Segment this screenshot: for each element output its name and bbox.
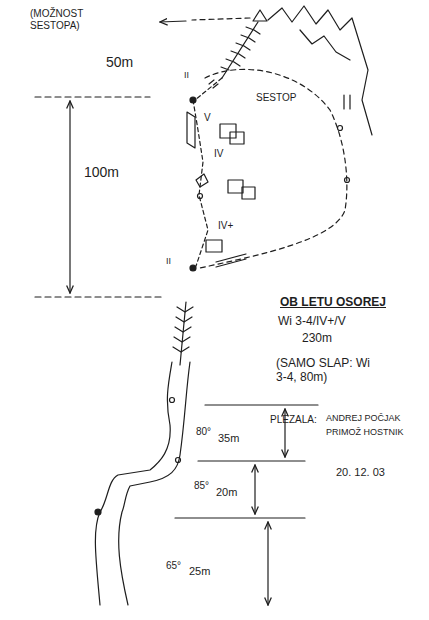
anchor-point: [338, 126, 343, 131]
pitch-angle: 65°: [166, 560, 181, 572]
ridge-line: [268, 6, 372, 135]
rock-flake: [187, 112, 195, 148]
scale-line: [35, 96, 150, 97]
pitch-angle: 85°: [194, 480, 209, 492]
route-dashed: [195, 78, 222, 100]
anchor-point: [176, 458, 181, 463]
rock-block: [228, 180, 243, 193]
descent-dashed: [192, 18, 250, 20]
snow-hatch: [173, 307, 193, 352]
descent-arrow: [160, 21, 186, 22]
belay-grade: II: [184, 70, 189, 81]
pitch-length: 20m: [216, 486, 237, 499]
belay-point: [95, 509, 101, 515]
climbers-heading: PLEZALA:: [270, 414, 317, 426]
climber-name: PRIMOŽ HOSTNIK: [326, 427, 404, 438]
dimension-arrow: [69, 101, 70, 293]
anchor-point: [170, 398, 175, 403]
anchor-point: [345, 178, 350, 183]
height-dimension: 50m: [106, 54, 133, 71]
belay-point: [190, 265, 196, 271]
rock-block: [230, 132, 244, 144]
pitch-length: 35m: [218, 432, 239, 445]
ridge-hatch: [221, 27, 260, 70]
dimension-arrow: [254, 465, 255, 514]
pitch-divider: [205, 404, 318, 405]
belay-mark: [216, 254, 246, 267]
belay-mark: [209, 80, 218, 88]
pitch-grade: IV: [214, 148, 223, 160]
pitch-divider: [198, 460, 305, 461]
climber-name: ANDREJ POČJAK: [326, 413, 401, 424]
pitch-length: 25m: [189, 565, 210, 578]
summit-triangle: [253, 10, 267, 21]
route-title: OB LETU OSOREJ: [280, 295, 386, 309]
scale-line: [35, 296, 165, 297]
anchor-point: [198, 194, 203, 199]
icefall-note: (SAMO SLAP: Wi 3-4, 80m): [276, 356, 376, 385]
pitch-grade: IV+: [218, 220, 233, 232]
route-length: 230m: [302, 331, 332, 345]
route-grade: Wi 3-4/IV+/V: [278, 314, 346, 328]
belay-grade: II: [166, 256, 171, 267]
rock-block: [242, 187, 255, 199]
pitch-grade: V: [204, 112, 211, 124]
descent-note: (MOŽNOST SESTOPA): [30, 8, 112, 32]
pitch-angle: 80°: [196, 426, 211, 438]
pitch-divider: [175, 517, 305, 518]
belay-point: [190, 97, 196, 103]
date: 20. 12. 03: [336, 466, 385, 479]
rock-block: [206, 240, 222, 252]
route-dashed: [200, 69, 347, 268]
icefall-edge: [95, 362, 172, 605]
descent-label: SESTOP: [256, 92, 296, 104]
rock-flake: [196, 174, 208, 187]
icefall-edge: [119, 362, 190, 605]
dimension-arrow: [267, 522, 268, 605]
route-mark: [344, 95, 350, 109]
rock-block: [220, 124, 236, 138]
height-dimension: 100m: [84, 164, 119, 181]
ridge-line: [300, 30, 350, 60]
